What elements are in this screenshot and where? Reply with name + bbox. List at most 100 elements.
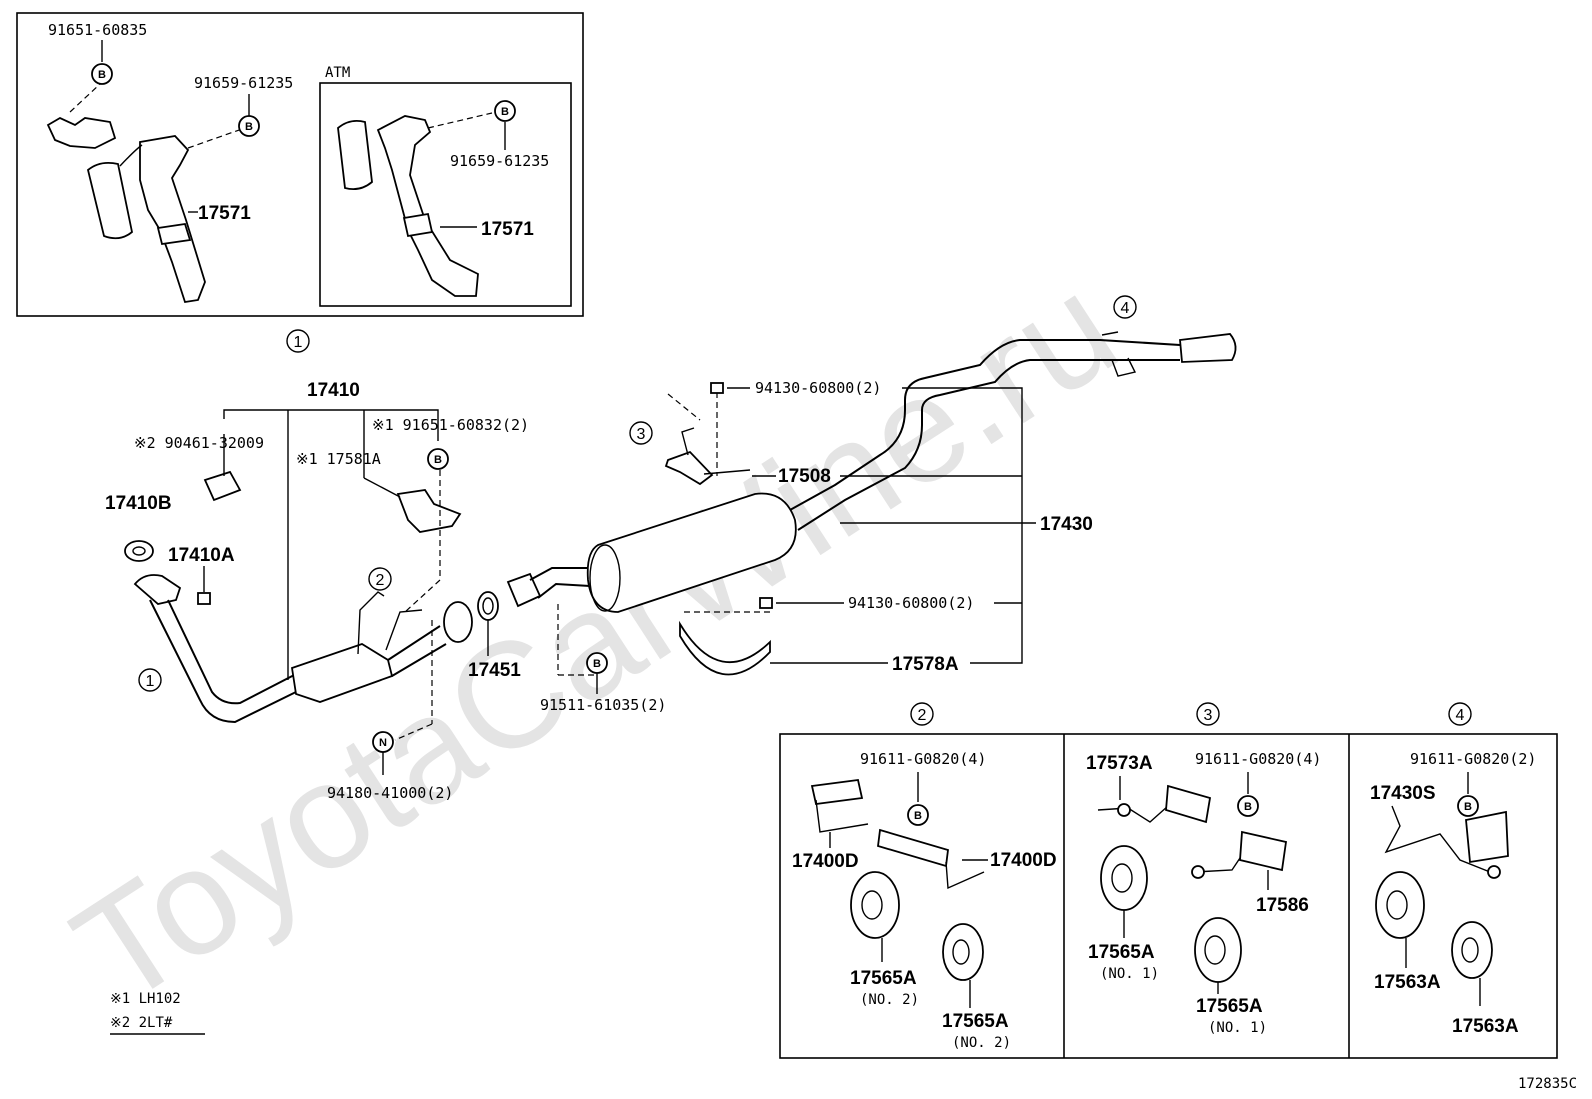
label-94180-41000: 94180-41000(2) [327, 784, 453, 802]
center-pipe [387, 625, 447, 677]
detail-panel-3: 3 17573A 91611-G0820(4) B 17586 17565A (… [1086, 702, 1321, 1036]
inset-box [16, 12, 584, 317]
svg-text:B: B [245, 121, 253, 133]
note-no1-b: (NO. 1) [1208, 1020, 1267, 1036]
svg-text:2: 2 [918, 707, 927, 724]
label-17571-atm: 17571 [481, 219, 534, 240]
label-17410A: 17410A [168, 545, 235, 566]
ref-circle-4: 4 [1113, 295, 1137, 319]
label-91651-60835: 91651-60835 [48, 21, 147, 39]
svg-text:B: B [1464, 801, 1472, 813]
svg-text:4: 4 [1121, 300, 1130, 317]
svg-text:N: N [379, 737, 387, 749]
nut-17410A [197, 592, 211, 605]
svg-text:B: B [501, 106, 509, 118]
label-17586: 17586 [1256, 895, 1309, 916]
leader-tree-17430 [902, 387, 1023, 664]
label-17565A-p3a: 17565A [1088, 942, 1155, 963]
figure-code: 172835C [1518, 1076, 1577, 1092]
footnote-1: ※1 LH102 [110, 991, 181, 1007]
label-17430: 17430 [1040, 514, 1093, 535]
label-17578A: 17578A [892, 654, 959, 675]
svg-text:3: 3 [637, 426, 646, 443]
label-17451: 17451 [468, 660, 521, 681]
muffler-inlet-pipe [529, 567, 591, 599]
flange-front [133, 574, 182, 605]
label-17563A-b: 17563A [1452, 1016, 1519, 1037]
front-pipe [167, 599, 301, 705]
label-17400D-a: 17400D [792, 851, 859, 872]
label-90461-32009: ※2 90461-32009 [134, 434, 264, 452]
inset-bracket-atm [337, 115, 479, 297]
front-pipe [149, 599, 301, 724]
tail-hanger [1101, 331, 1137, 377]
muffler-band [679, 620, 771, 676]
svg-text:B: B [914, 810, 922, 822]
hanger-rod [357, 591, 385, 655]
leader-tree-17410 [223, 409, 439, 441]
nut-marker-n: N [372, 731, 394, 753]
ref-circle-2: 2 [368, 567, 392, 591]
muffler-hanger-bracket [664, 450, 714, 486]
label-94130-60800-top: 94130-60800(2) [755, 379, 881, 397]
svg-text:B: B [434, 454, 442, 466]
label-17565A-b: 17565A [942, 1011, 1009, 1032]
atm-label: ATM [325, 65, 350, 81]
main-muffler [586, 492, 797, 613]
gasket-17451 [477, 591, 499, 621]
bolt-marker-b: B [238, 115, 260, 137]
svg-text:3: 3 [1204, 707, 1213, 724]
label-17430S: 17430S [1370, 783, 1436, 804]
svg-text:B: B [1244, 801, 1252, 813]
bolt-marker-b: B [494, 100, 516, 122]
note-no2-a: (NO. 2) [860, 992, 919, 1008]
label-17581A: ※1 17581A [296, 450, 381, 468]
gasket-17581A [396, 489, 462, 533]
leader-dash [427, 112, 493, 129]
label-17410B: 17410B [105, 493, 172, 514]
bolt-marker-b: B [91, 63, 113, 85]
bolt-marker-b: B [427, 448, 449, 470]
label-17565A-a: 17565A [850, 968, 917, 989]
nut-94130-bottom [759, 597, 773, 609]
hanger-rod [385, 609, 423, 651]
label-91511-61035: 91511-61035(2) [540, 696, 666, 714]
detail-panel-2: 2 91611-G0820(4) B 17400D 17400D 17565A … [792, 702, 1057, 1051]
inset-bracket-left [46, 116, 206, 304]
svg-text:2: 2 [376, 572, 385, 589]
footnote-2: ※2 2LT# [110, 1015, 173, 1031]
gasket-17410B [124, 540, 154, 562]
label-17508: 17508 [778, 466, 831, 487]
svg-text:B: B [98, 69, 106, 81]
tail-tip [1179, 333, 1237, 363]
label-94130-60800-bottom: 94130-60800(2) [848, 594, 974, 612]
hanger-rod [681, 427, 751, 475]
bolt-marker-b: B [586, 652, 608, 674]
leader-dash [404, 579, 441, 613]
svg-text:4: 4 [1456, 707, 1465, 724]
label-17565A-p3b: 17565A [1196, 996, 1263, 1017]
svg-text:1: 1 [146, 673, 155, 690]
label-17400D-b: 17400D [990, 850, 1057, 871]
svg-text:B: B [593, 658, 601, 670]
tail-pipe [797, 359, 1180, 531]
ref-circle-1: 1 [286, 329, 310, 353]
leader-dash [187, 128, 243, 149]
leader [363, 477, 401, 498]
label-91651-60832: ※1 91651-60832(2) [372, 416, 529, 434]
ref-circle-3: 3 [629, 421, 653, 445]
leader-dash [69, 83, 101, 113]
watermark: ToyotaCarWine.ru [46, 242, 1144, 1037]
nut-94130-top [710, 382, 724, 394]
label-91659-61235-left: 91659-61235 [194, 74, 293, 92]
label-17571-left: 17571 [198, 203, 251, 224]
detail-panel-4: 4 91611-G0820(2) B 17430S 17563A 17563A [1370, 702, 1536, 1037]
svg-text:1: 1 [294, 334, 303, 351]
label-91611-g0820-2: 91611-G0820(2) [1410, 750, 1536, 768]
leader-dash [667, 393, 701, 421]
clamp-90461 [203, 470, 242, 502]
label-17573A: 17573A [1086, 753, 1153, 774]
label-91659-61235-atm: 91659-61235 [450, 152, 549, 170]
note-no2-b: (NO. 2) [952, 1035, 1011, 1051]
